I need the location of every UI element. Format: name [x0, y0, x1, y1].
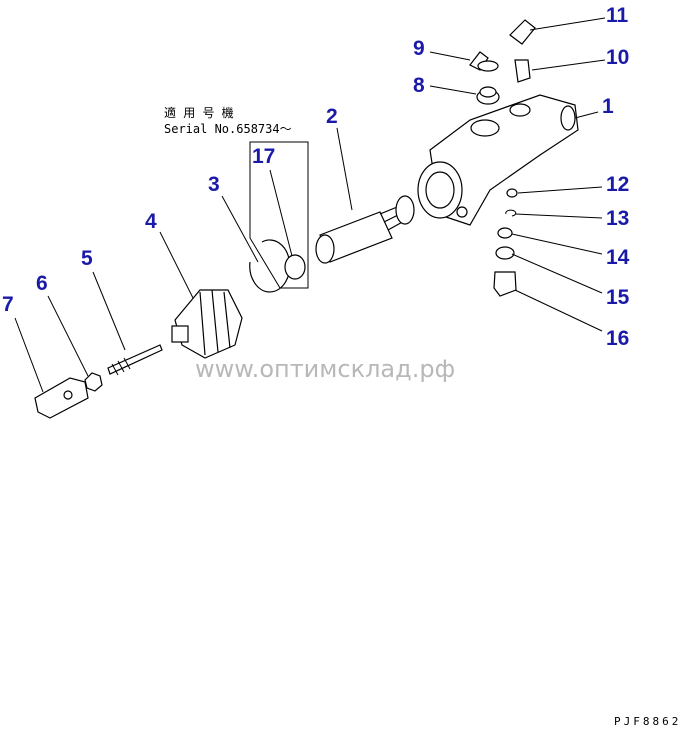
push-rod	[107, 344, 163, 376]
label-14: 14	[606, 246, 630, 269]
serial-note-number: Serial No.658734～	[164, 122, 292, 136]
serial-note-title: 適 用 号 機	[164, 105, 234, 120]
leader-lines	[14, 17, 606, 393]
drawing-code: PJF8862	[614, 715, 681, 728]
label-5: 5	[81, 247, 93, 270]
nut	[84, 372, 103, 392]
piston-assembly	[315, 195, 415, 264]
label-1: 1	[602, 95, 614, 118]
label-13: 13	[606, 207, 629, 230]
label-3: 3	[208, 173, 220, 196]
label-9: 9	[413, 37, 425, 60]
label-8: 8	[413, 74, 425, 97]
label-12: 12	[606, 173, 629, 196]
snap-ring	[249, 239, 291, 293]
o-ring	[284, 254, 306, 280]
clevis	[34, 377, 89, 419]
small-parts	[469, 19, 536, 297]
label-2: 2	[326, 105, 338, 128]
boot	[171, 289, 243, 359]
label-4: 4	[145, 210, 157, 233]
serial-bracket	[249, 141, 309, 289]
label-16: 16	[606, 327, 629, 350]
label-17: 17	[252, 145, 275, 168]
label-7: 7	[2, 293, 14, 316]
label-11: 11	[606, 4, 629, 27]
label-15: 15	[606, 286, 630, 309]
master-cylinder-body	[417, 94, 579, 226]
label-6: 6	[36, 272, 48, 295]
label-10: 10	[606, 46, 629, 69]
watermark: www.оптимсклад.рф	[195, 355, 455, 383]
